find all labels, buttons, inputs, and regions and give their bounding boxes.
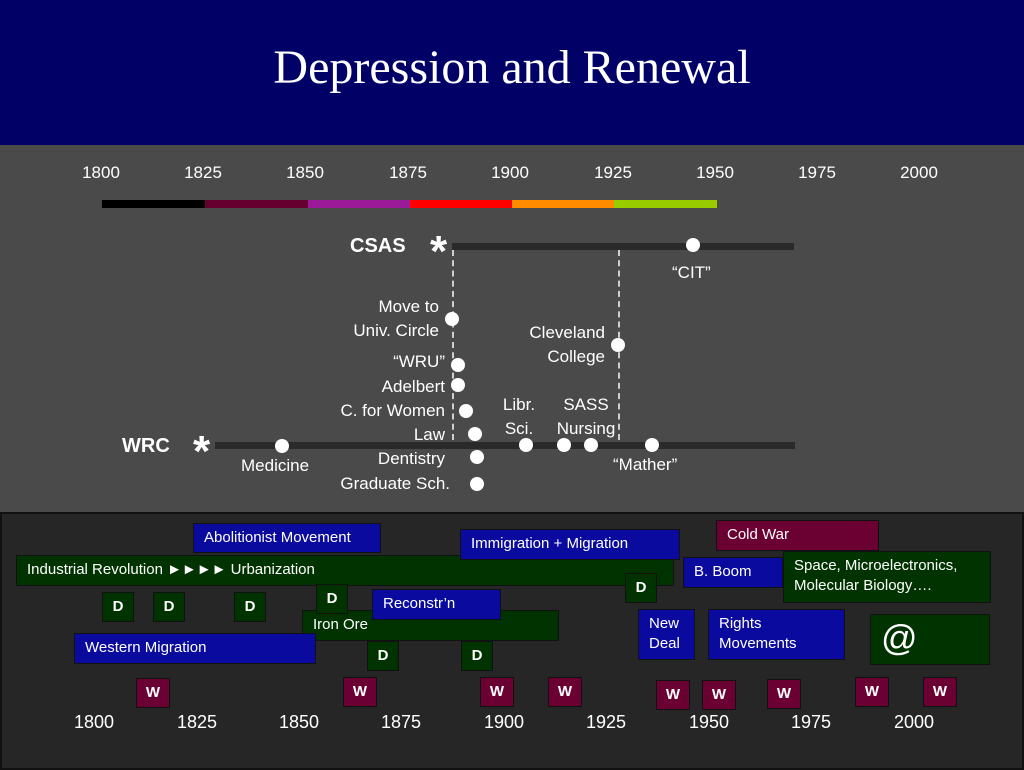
space-microelectronics-box: Space, Microelectronics, Molecular Biolo…	[783, 551, 991, 603]
event-cleveland-college-label: Cleveland College	[529, 323, 605, 366]
depression-marker: D	[102, 592, 134, 622]
war-marker: W	[343, 677, 377, 707]
cold-war-box: Cold War	[716, 520, 879, 551]
bottom-axis-year: 1975	[790, 712, 832, 732]
at-symbol-box: @	[870, 614, 990, 665]
event-c-for-women-label: C. for Women	[340, 401, 445, 420]
top-axis-year: 1975	[798, 163, 836, 182]
top-axis-year: 1800	[82, 163, 120, 182]
event-libr-sci-label: Libr. Sci.	[502, 395, 536, 438]
event-dot	[451, 378, 465, 392]
event-sass-nursing-label: SASS Nursing	[556, 395, 616, 438]
rights-movements-box: Rights Movements	[708, 609, 845, 660]
war-marker: W	[855, 677, 889, 707]
new-deal-box: New Deal	[638, 609, 695, 660]
csas-wrc-connector	[452, 250, 454, 440]
depression-marker: D	[316, 584, 348, 614]
era-segment	[410, 200, 512, 208]
event-medicine-label: Medicine	[241, 456, 310, 475]
bottom-axis-year: 1800	[73, 712, 115, 732]
wrc-label: WRC	[122, 435, 170, 457]
event-adelbert-label: Adelbert	[381, 377, 445, 396]
event-dot	[519, 438, 533, 452]
reconstruction-box: Reconstr’n	[372, 589, 501, 620]
event-mather-label: “Mather”	[613, 455, 678, 474]
event-dot	[451, 358, 465, 372]
event-dot	[275, 439, 289, 453]
csas-label: CSAS	[350, 235, 406, 257]
bottom-axis-year: 1950	[688, 712, 730, 732]
bottom-axis-year: 2000	[893, 712, 935, 732]
top-axis-year: 1825	[184, 163, 222, 182]
title-band	[0, 0, 1024, 145]
top-axis-year: 1925	[594, 163, 632, 182]
event-dot	[557, 438, 571, 452]
event-cit-label: “CIT”	[672, 263, 711, 282]
wrc-track	[215, 442, 795, 449]
war-marker: W	[656, 680, 690, 710]
war-marker: W	[136, 678, 170, 708]
event-wru-label: “WRU”	[393, 352, 445, 371]
event-dot	[611, 338, 625, 352]
western-migration-box: Western Migration	[74, 633, 316, 664]
depression-marker: D	[625, 573, 657, 603]
era-segment	[308, 200, 410, 208]
industrial-revolution-box: Industrial Revolution ►►►► Urbanization	[16, 555, 674, 586]
abolitionist-movement-box: Abolitionist Movement	[193, 523, 381, 553]
bottom-axis-year: 1875	[380, 712, 422, 732]
top-axis-year: 2000	[900, 163, 938, 182]
event-dot	[445, 312, 459, 326]
war-marker: W	[923, 677, 957, 707]
event-move-univ-circle-label: Move to Univ. Circle	[353, 297, 439, 340]
top-axis-year: 1850	[286, 163, 324, 182]
bottom-axis-year: 1825	[176, 712, 218, 732]
wrc-star-icon: *	[193, 427, 211, 476]
depression-marker: D	[153, 592, 185, 622]
event-dot	[470, 477, 484, 491]
event-graduate-sch-label: Graduate Sch.	[340, 474, 450, 493]
era-segment	[205, 200, 308, 208]
event-dot	[645, 438, 659, 452]
top-axis-year: 1950	[696, 163, 734, 182]
event-dot	[584, 438, 598, 452]
bottom-axis-year: 1900	[483, 712, 525, 732]
bottom-axis-year: 1925	[585, 712, 627, 732]
event-dentistry-label: Dentistry	[377, 449, 445, 468]
top-axis-year: 1875	[389, 163, 427, 182]
war-marker: W	[548, 677, 582, 707]
event-dot	[470, 450, 484, 464]
war-marker: W	[702, 680, 736, 710]
csas-track	[452, 243, 794, 250]
era-segment	[512, 200, 614, 208]
csas-star-icon: *	[430, 227, 448, 276]
depression-marker: D	[234, 592, 266, 622]
era-segment	[102, 200, 205, 208]
depression-marker: D	[367, 641, 399, 671]
war-marker: W	[767, 679, 801, 709]
event-dot	[468, 427, 482, 441]
page-title: Depression and Renewal	[273, 41, 751, 94]
top-axis-year: 1900	[491, 163, 529, 182]
war-marker: W	[480, 677, 514, 707]
era-segment	[614, 200, 717, 208]
depression-marker: D	[461, 641, 493, 671]
bottom-axis-year: 1850	[278, 712, 320, 732]
immigration-migration-box: Immigration + Migration	[460, 529, 680, 560]
baby-boom-box: B. Boom	[683, 557, 783, 588]
event-dot	[459, 404, 473, 418]
event-dot	[686, 238, 700, 252]
event-law-label: Law	[413, 425, 445, 444]
